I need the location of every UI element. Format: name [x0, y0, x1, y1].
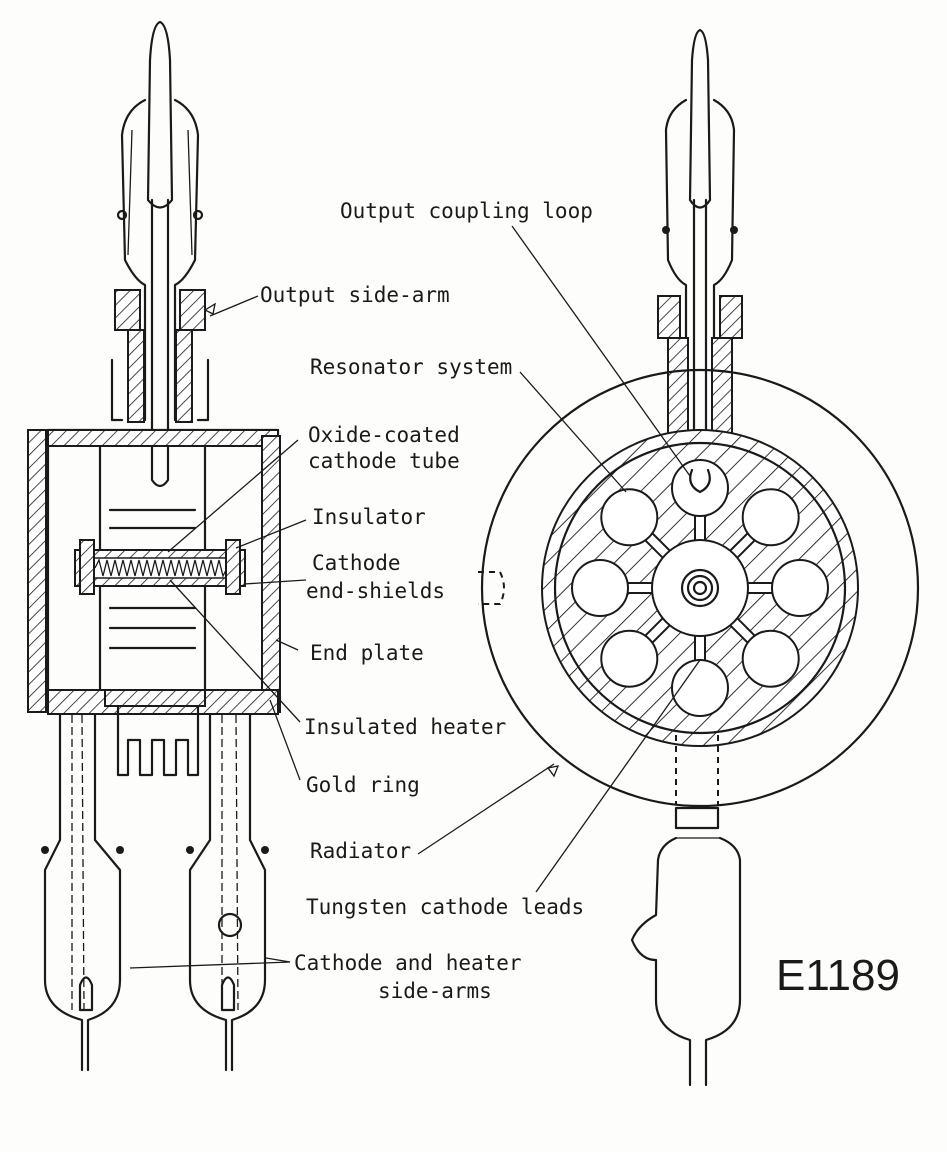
- label-end-plate: End plate: [310, 641, 424, 665]
- end-plate-right: [261, 435, 281, 713]
- side-arm-tube-right: [175, 329, 193, 423]
- left-leaders: [129, 295, 307, 969]
- label-output-side-arm: Output side-arm: [260, 283, 450, 307]
- radiator-fins-left: [116, 704, 200, 777]
- end-plate-left: [27, 429, 47, 713]
- labels: Output side-arm Oxide-coated cathode tub…: [260, 199, 900, 1003]
- coupling-loop: [689, 468, 711, 494]
- label-cathode-heater-arms-2: side-arms: [378, 979, 492, 1003]
- resonator-cavities: [571, 459, 829, 717]
- label-cathode-end-shields-1: Cathode: [312, 551, 401, 575]
- cathode-lead-envelope: [630, 735, 742, 1087]
- label-insulated-heater: Insulated heater: [304, 715, 506, 739]
- cathode-end: [680, 568, 720, 608]
- side-section-view: [27, 20, 307, 1072]
- heater-coil: [94, 558, 228, 578]
- end-section-view: [417, 28, 920, 1087]
- label-tungsten-cathode-leads: Tungsten cathode leads: [306, 895, 584, 919]
- label-radiator: Radiator: [310, 839, 411, 863]
- cathode-end-shield-right: [225, 539, 241, 595]
- cathode-assembly: [74, 539, 246, 595]
- label-oxide-coated-2: cathode tube: [308, 449, 460, 473]
- cathode-end-shield-left: [79, 539, 95, 595]
- output-lead-top: [116, 20, 204, 488]
- anode-top-plate: [47, 429, 279, 447]
- side-arm-tube-left: [127, 329, 145, 423]
- figure-code: E1189: [776, 951, 900, 1000]
- side-arm-collar-right: [179, 289, 206, 331]
- radiator-disc: [480, 368, 920, 808]
- end-side-arm-collar-right: [719, 295, 743, 339]
- interaction-space: [651, 539, 749, 637]
- label-output-coupling-loop: Output coupling loop: [340, 199, 593, 223]
- output-lead-end-view: [662, 28, 738, 457]
- right-leaders: [417, 225, 701, 893]
- label-cathode-end-shields-2: end-shields: [306, 579, 445, 603]
- side-arm-collar-left: [114, 289, 141, 331]
- label-insulator: Insulator: [312, 505, 426, 529]
- side-stub: [478, 571, 505, 605]
- label-oxide-coated-1: Oxide-coated: [308, 423, 460, 447]
- radiator-base: [104, 689, 206, 707]
- anode-vanes: [108, 508, 197, 650]
- cathode-heater-side-arms: [41, 713, 269, 1072]
- label-gold-ring: Gold ring: [306, 773, 420, 797]
- end-side-arm-collar-left: [657, 295, 681, 339]
- label-cathode-heater-arms-1: Cathode and heater: [294, 951, 522, 975]
- label-resonator-system: Resonator system: [310, 355, 512, 379]
